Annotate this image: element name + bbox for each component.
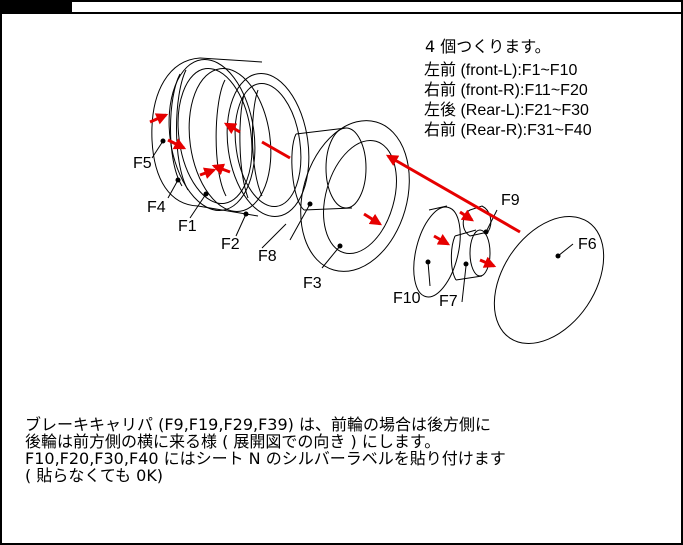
assembly-instructions: ブレーキキャリパ (F9,F19,F29,F39) は、前輪の場合は後方側に 後… [25,416,665,484]
part-label-f6: F6 [578,236,597,253]
assembly-arrows [149,113,521,268]
corner-tab [0,0,72,14]
ring-part-f3 [300,120,410,272]
part-label-f3: F3 [303,275,322,292]
part-label-f9: F9 [501,192,520,209]
part-label-f5: F5 [133,155,152,172]
part-label-f2: F2 [221,236,240,253]
part-label-f8: F8 [258,248,277,265]
disc-part-f10 [413,205,461,298]
note-heading: 4 個つくります。 [425,37,551,56]
part-label-f10: F10 [393,290,421,307]
spec-line-front-right: 右前 (front-R):F11~F20 [424,82,588,99]
spec-line-front-left: 左前 (front-L):F1~F10 [424,62,578,79]
cylinder-part-f8 [291,127,367,211]
disk-part-f6 [493,216,605,344]
attachment-dots [160,138,561,267]
leader-lines [151,140,574,303]
spec-line-rear-left: 左後 (Rear-L):F21~F30 [424,102,589,119]
part-label-f7: F7 [439,293,458,310]
rim-face-part-f2 [226,72,310,218]
spec-line-rear-right: 右前 (Rear-R):F31~F40 [424,122,592,139]
rim-part-f1 [188,67,272,213]
part-label-f4: F4 [147,199,166,216]
hub-part-f7 [450,229,491,281]
tire-part-f4-f5 [151,57,263,217]
instruction-line-4: ( 貼らなくても 0K) [25,466,164,485]
instruction-line-1: ブレーキキャリパ (F9,F19,F29,F39) は、前輪の場合は後方側に [25,415,491,434]
header-rule [72,12,681,14]
instruction-line-3: F10,F20,F30,F40 にはシート N のシルバーラベルを貼り付けます [25,449,506,468]
part-label-f1: F1 [178,218,197,235]
instruction-line-2: 後輪は前方側の横に来る様 ( 展開図での向き ) にします。 [25,432,441,451]
